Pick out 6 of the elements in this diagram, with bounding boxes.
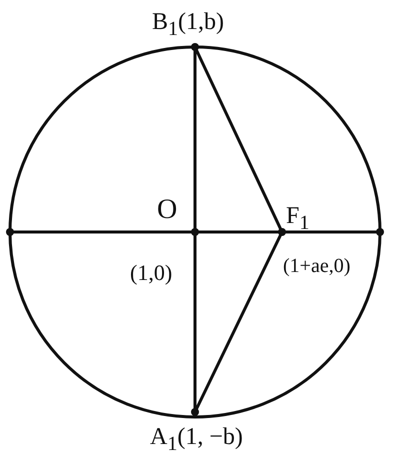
coordinate-label: (1,0) (130, 262, 172, 284)
point-label: F$_{1}$ (286, 204, 310, 233)
point-label: A$_{1}$(1, −b) (150, 425, 243, 454)
point-label: O (157, 196, 178, 224)
point-label: B$_{1}$(1,b) (152, 10, 224, 39)
coordinate-label: (1+ae,0) (283, 256, 350, 276)
